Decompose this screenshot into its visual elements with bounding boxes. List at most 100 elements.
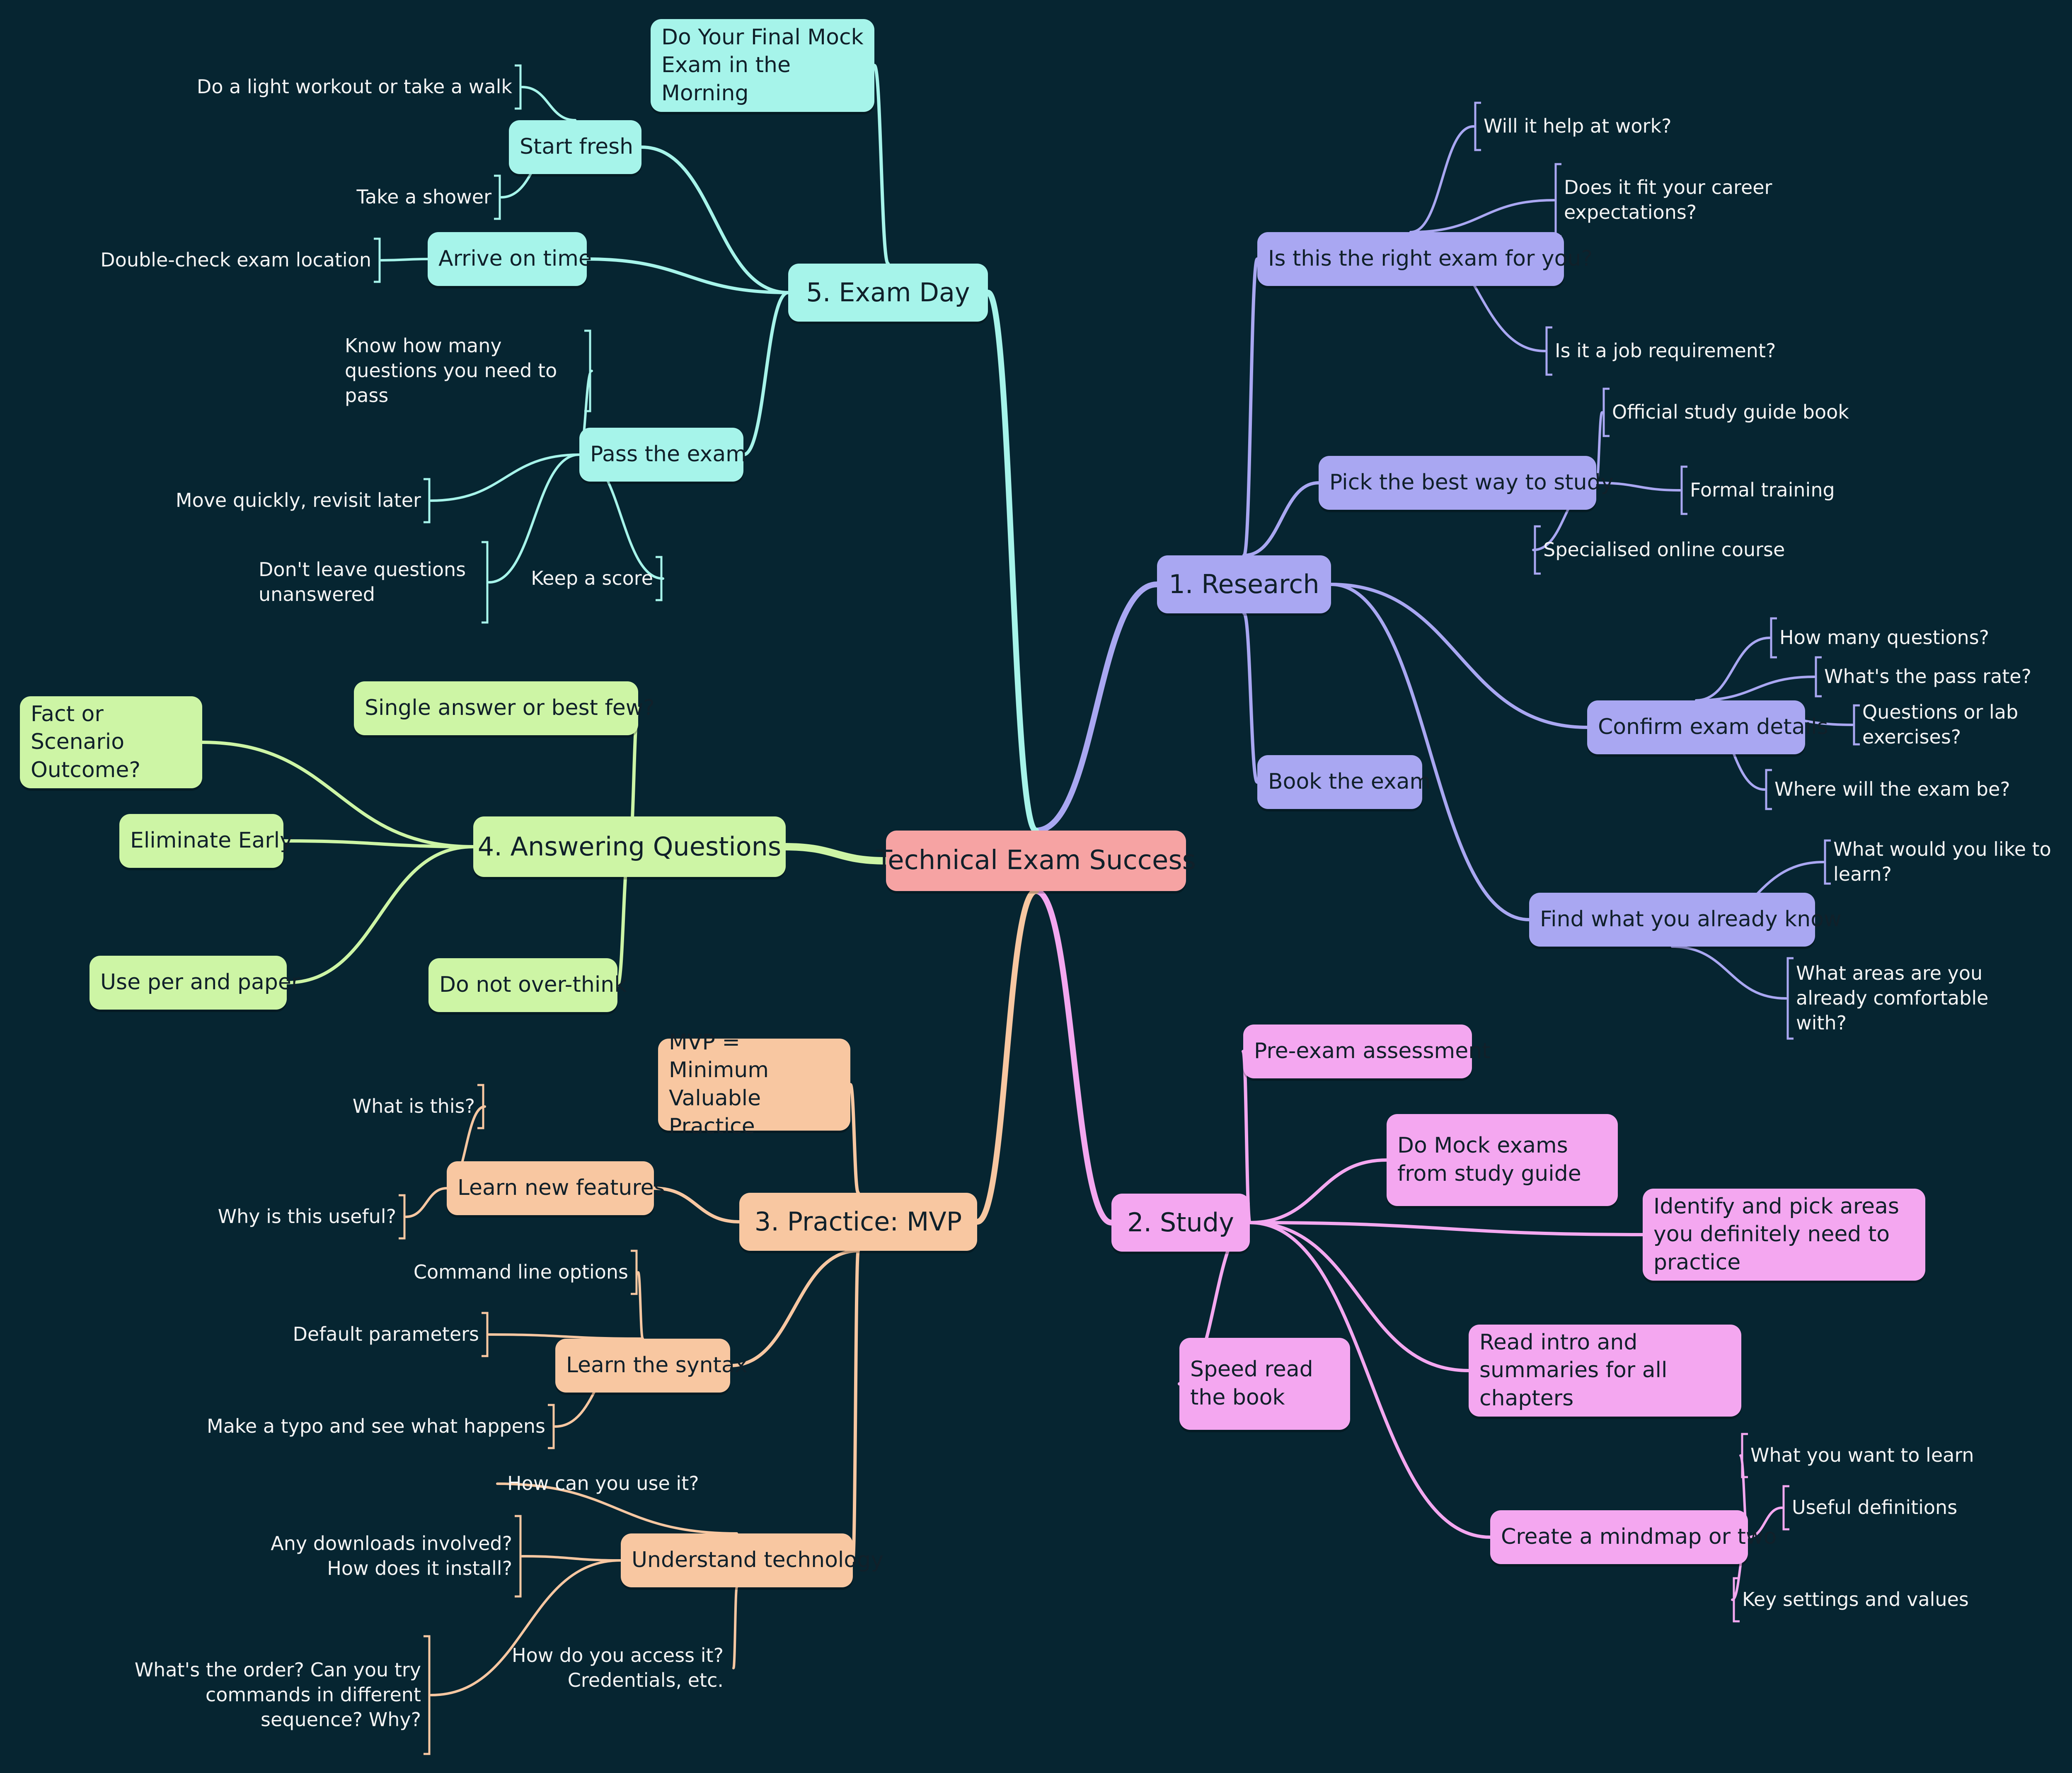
link-leaf-access: [732, 1586, 738, 1669]
node-mock-exams[interactable]: Do Mock exams from study guide: [1387, 1114, 1618, 1206]
node-start-fresh[interactable]: Start fresh: [509, 120, 641, 174]
node-fact-scenario[interactable]: Fact or Scenario Outcome?: [20, 696, 202, 788]
bracket-leaf-make-typo: [548, 1404, 555, 1449]
link-root-study: [1033, 888, 1114, 1226]
node-pre-exam[interactable]: Pre-exam assessment: [1243, 1025, 1491, 1078]
link-leaf-useful-definitions: [1747, 1507, 1783, 1538]
node-pass-exam[interactable]: Pass the exam: [579, 428, 747, 482]
leaf-how-use: How can you use it?: [507, 1472, 699, 1495]
bracket-leaf-comfortable-with: [1786, 957, 1794, 1040]
link-node-mock-exams: [1248, 1158, 1388, 1224]
node-read-intro[interactable]: Read intro and summaries for all chapter…: [1469, 1325, 1741, 1417]
link-node-eliminate-early: [282, 839, 475, 848]
leaf-comfortable-with: What areas are you already comfortable w…: [1796, 962, 1989, 1034]
bracket-leaf-study-guide: [1602, 388, 1610, 437]
link-node-read-intro: [1248, 1221, 1470, 1372]
node-book-exam[interactable]: Book the exam: [1257, 755, 1431, 809]
link-leaf-how-many: [1695, 637, 1771, 702]
link-node-start-fresh: [640, 145, 790, 294]
link-r-book: [1242, 612, 1259, 784]
leaf-want-to-learn: What you want to learn: [1750, 1444, 1974, 1467]
leaf-double-check: Double-check exam location: [100, 249, 371, 271]
link-leaf-career-expectations: [1409, 199, 1555, 233]
link-leaf-order-commands: [430, 1559, 622, 1696]
leaf-useful-definitions: Useful definitions: [1792, 1496, 1958, 1519]
bracket-leaf-command-options: [631, 1250, 638, 1295]
node-mvp-definition[interactable]: MVP = Minimum Valuable Practice: [658, 1030, 850, 1139]
leaf-know-questions: Know how many questions you need to pass: [345, 334, 557, 407]
link-r-confirm: [1329, 583, 1589, 729]
leaf-keep-score: Keep a score: [531, 567, 653, 590]
link-node-create-mindmap: [1248, 1221, 1492, 1539]
link-node-arrive: [585, 257, 790, 294]
link-root-practice: [974, 888, 1039, 1225]
link-leaf-command-options: [637, 1271, 644, 1340]
link-leaf-downloads: [521, 1555, 622, 1562]
leaf-default-parameters: Default parameters: [293, 1323, 479, 1346]
node-over-think[interactable]: Do not over-think: [428, 958, 627, 1012]
bracket-leaf-lab-exercises: [1853, 704, 1860, 746]
link-leaf-why-useful: [405, 1187, 448, 1218]
leaf-job-requirement: Is it a job requirement?: [1555, 339, 1776, 362]
node-final-mock[interactable]: Do Your Final Mock Exam in the Morning: [651, 19, 874, 112]
bracket-leaf-like-to-learn: [1824, 839, 1831, 885]
node-identify-areas[interactable]: Identify and pick areas you definitely n…: [1643, 1189, 1925, 1281]
topic-research[interactable]: 1. Research: [1157, 555, 1331, 613]
link-leaf-how-use: [496, 1482, 738, 1535]
link-leaf-pass-rate: [1695, 676, 1815, 702]
bracket-leaf-what-is-this: [477, 1084, 484, 1129]
link-r-best-way: [1242, 481, 1320, 557]
bracket-leaf-useful-definitions: [1782, 1485, 1789, 1531]
node-arrive[interactable]: Arrive on time: [428, 232, 592, 286]
node-best-way[interactable]: Pick the best way to study: [1319, 456, 1613, 510]
node-eliminate-early[interactable]: Eliminate Early: [119, 814, 293, 868]
link-node-fact-scenario: [201, 741, 475, 848]
node-pen-paper[interactable]: Use per and paper: [90, 956, 300, 1010]
node-confirm-details[interactable]: Confirm exam details: [1587, 700, 1828, 754]
bracket-leaf-how-many: [1770, 617, 1777, 659]
topic-study[interactable]: 2. Study: [1111, 1194, 1250, 1252]
bracket-leaf-want-to-learn: [1741, 1433, 1748, 1478]
node-right-exam[interactable]: Is this the right exam for you?: [1257, 232, 1593, 286]
leaf-lab-exercises: Questions or lab exercises?: [1862, 701, 2019, 748]
bracket-leaf-know-questions: [584, 329, 591, 412]
link-p-mvp: [849, 1083, 860, 1194]
bracket-leaf-downloads: [515, 1515, 522, 1598]
link-root-exam: [985, 290, 1039, 833]
node-create-mindmap[interactable]: Create a mindmap or two: [1490, 1510, 1777, 1564]
bracket-leaf-default-parameters: [482, 1312, 489, 1357]
leaf-online-course: Specialised online course: [1543, 538, 1785, 561]
bracket-leaf-why-useful: [399, 1194, 406, 1240]
bracket-leaf-shower: [494, 174, 501, 220]
leaf-how-many: How many questions?: [1779, 626, 1990, 649]
topic-exam-day[interactable]: 5. Exam Day: [788, 264, 988, 322]
leaf-shower: Take a shower: [356, 186, 491, 208]
link-p-syntax: [729, 1249, 860, 1367]
bracket-leaf-job-requirement: [1545, 326, 1552, 376]
root-node[interactable]: Technical Exam Success: [876, 831, 1196, 891]
leaf-why-useful: Why is this useful?: [218, 1205, 396, 1228]
link-r-right-exam: [1242, 257, 1259, 557]
bracket-leaf-keep-score: [656, 556, 663, 601]
node-learn-syntax[interactable]: Learn the syntax: [555, 1339, 748, 1393]
bracket-leaf-pass-rate: [1815, 656, 1822, 698]
topic-practice[interactable]: 3. Practice: MVP: [739, 1193, 977, 1251]
bracket-leaf-unanswered: [482, 541, 489, 624]
link-p-features: [652, 1187, 741, 1223]
leaf-like-to-learn: What would you like to learn?: [1833, 838, 2051, 885]
link-leaf-double-check: [380, 258, 429, 262]
leaf-exam-location: Where will the exam be?: [1774, 778, 2010, 801]
node-learn-features[interactable]: Learn new features: [447, 1161, 665, 1215]
node-already-know[interactable]: Find what you already know: [1529, 893, 1842, 947]
node-speed-read[interactable]: Speed read the book: [1179, 1338, 1350, 1430]
leaf-pass-rate: What's the pass rate?: [1824, 665, 2032, 688]
bracket-leaf-key-settings: [1733, 1577, 1740, 1623]
node-single-answer[interactable]: Single answer or best few?: [354, 681, 655, 735]
topic-answering[interactable]: 4. Answering Questions: [473, 816, 786, 877]
link-node-pass-exam: [742, 291, 790, 456]
leaf-make-typo: Make a typo and see what happens: [207, 1415, 545, 1438]
link-leaf-unanswered: [488, 453, 581, 584]
leaf-help-at-work: Will it help at work?: [1484, 115, 1672, 138]
node-understand-tech[interactable]: Understand technology: [621, 1533, 884, 1587]
link-node-identify-areas: [1248, 1221, 1644, 1236]
